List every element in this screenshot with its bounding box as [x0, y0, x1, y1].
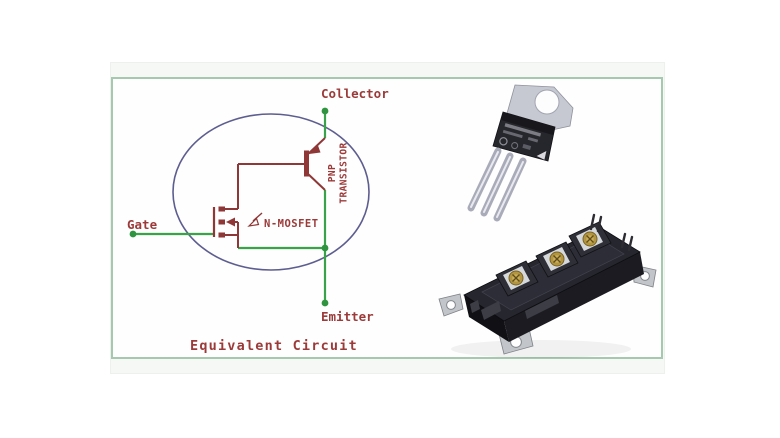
mosfet-label: N-MOSFET — [264, 218, 319, 230]
terminal-dots — [129, 107, 329, 307]
module-face-front — [504, 252, 644, 342]
terminal-2 — [535, 241, 579, 278]
figure-caption: Equivalent Circuit — [190, 338, 358, 354]
terminal-1 — [495, 260, 539, 297]
emitter-label: Emitter — [321, 309, 374, 324]
module-signal-pins — [589, 213, 634, 252]
panel-border — [111, 77, 663, 359]
equivalent-circuit-diagram: Collector Gate Emitter N-MOSFET PNP TRAN… — [127, 86, 389, 354]
red-wires — [225, 163, 304, 248]
module-shadow — [451, 340, 631, 358]
to220-leads — [467, 147, 527, 222]
gate-label: Gate — [127, 217, 158, 232]
module-side-details — [470, 295, 559, 320]
to220-markings — [499, 123, 547, 160]
module-hole-left — [446, 300, 456, 310]
module-terminals — [495, 221, 612, 297]
to220-body-top-band — [501, 112, 555, 135]
igbt-overview-image: Collector Gate Emitter N-MOSFET PNP TRAN… — [110, 62, 665, 374]
to220-package-photo — [467, 84, 574, 222]
pnp-label-line1: PNP — [327, 164, 338, 182]
igbt-figure-svg: Collector Gate Emitter N-MOSFET PNP TRAN… — [111, 77, 663, 359]
device-boundary-ellipse — [172, 113, 370, 271]
igbt-module-photo — [438, 213, 657, 358]
pnp-label-line2: TRANSISTOR — [339, 142, 350, 203]
collector-label: Collector — [321, 86, 389, 101]
n-mosfet-symbol — [212, 206, 263, 238]
to220-mounting-hole — [534, 89, 560, 115]
pnp-transistor-symbol — [304, 137, 326, 191]
terminal-3 — [568, 221, 612, 258]
green-wires — [133, 111, 327, 303]
